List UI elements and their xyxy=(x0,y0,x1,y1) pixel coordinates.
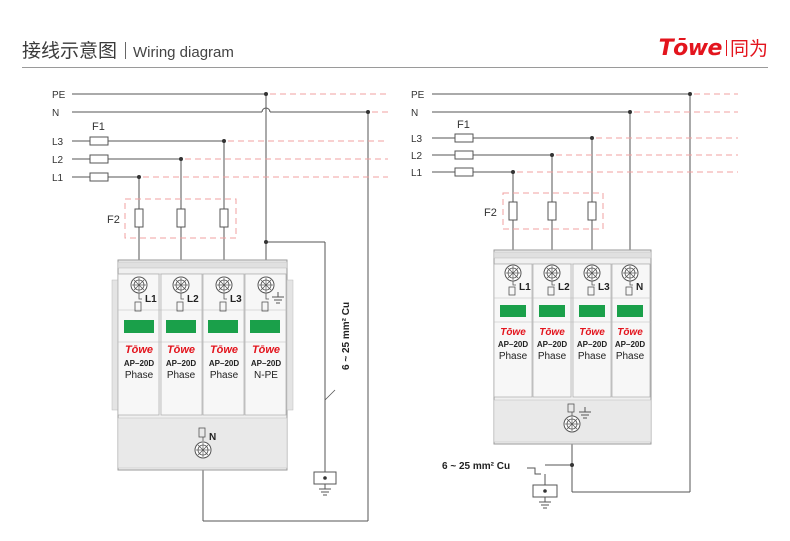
right-module-terminal-label: L1 xyxy=(519,282,531,293)
left-module-model: AP–20D xyxy=(251,359,281,368)
left-spd-body xyxy=(111,259,294,471)
brand-divider xyxy=(725,40,727,56)
left-module-brand: Tōwe xyxy=(125,344,153,356)
left-module-type: Phase xyxy=(125,370,154,381)
right-f2-label: F2 xyxy=(484,207,497,219)
left-line-label-l3: L3 xyxy=(52,137,64,148)
right-module-model: AP–20D xyxy=(615,340,645,349)
right-line-label-l1: L1 xyxy=(411,168,423,179)
left-f2-fuses xyxy=(134,208,229,228)
right-line-label-pe: PE xyxy=(411,90,425,101)
left-module-model: AP–20D xyxy=(124,359,154,368)
left-f1-fuses xyxy=(89,136,109,182)
left-f1-label: F1 xyxy=(92,121,105,133)
right-ground-icon xyxy=(538,496,552,509)
left-module-model: AP–20D xyxy=(209,359,239,368)
right-line-label-l3: L3 xyxy=(411,134,423,145)
left-module-brand: Tōwe xyxy=(210,344,238,356)
right-module-type: Phase xyxy=(616,351,645,362)
left-line-label-pe: PE xyxy=(52,90,66,101)
right-f2-fuses xyxy=(508,201,597,221)
left-module-type: N-PE xyxy=(254,370,278,381)
right-cable-label: 6 ~ 25 mm² Cu xyxy=(442,461,510,472)
right-spd-body xyxy=(493,249,652,445)
left-module-terminal-label: L1 xyxy=(145,294,157,305)
left-diagram: PE N L3 L2 L1 F1 F2 xyxy=(52,90,388,522)
left-module-terminal-label: L2 xyxy=(187,294,199,305)
left-cable-label: 6 ~ 25 mm² Cu xyxy=(341,302,352,370)
left-bottom-terminal-label: N xyxy=(209,432,216,443)
right-module-terminal-label: N xyxy=(636,282,643,293)
right-module-type: Phase xyxy=(578,351,607,362)
brand-name-cn: 同为 xyxy=(729,39,768,60)
right-module-model: AP–20D xyxy=(537,340,567,349)
right-f1-label: F1 xyxy=(457,119,470,131)
right-module-brand: Tōwe xyxy=(539,327,565,338)
brand-logo-mark: Tōwe xyxy=(658,36,723,61)
left-module-brand: Tōwe xyxy=(167,344,195,356)
title-cn: 接线示意图 xyxy=(22,41,118,62)
right-f1-fuses xyxy=(454,133,474,177)
left-f2-label: F2 xyxy=(107,214,120,226)
left-ground-icon xyxy=(318,483,332,496)
left-module-terminal-label: L3 xyxy=(230,294,242,305)
right-line-label-l2: L2 xyxy=(411,151,423,162)
left-module-type: Phase xyxy=(210,370,239,381)
right-line-label-n: N xyxy=(411,108,418,119)
left-line-label-n: N xyxy=(52,108,59,119)
title-divider xyxy=(125,42,127,59)
right-module-brand: Tōwe xyxy=(579,327,605,338)
header-divider xyxy=(22,67,768,68)
right-diagram: PE N L3 L2 L1 F1 F2 xyxy=(411,90,738,509)
left-line-label-l1: L1 xyxy=(52,173,64,184)
left-line-label-l2: L2 xyxy=(52,155,64,166)
title-en: Wiring diagram xyxy=(133,44,234,61)
right-module-type: Phase xyxy=(499,351,528,362)
right-module-model: AP–20D xyxy=(498,340,528,349)
left-module-model: AP–20D xyxy=(166,359,196,368)
left-module-type: Phase xyxy=(167,370,196,381)
right-module-brand: Tōwe xyxy=(617,327,643,338)
brand-logo: Tōwe 同为 xyxy=(659,34,768,61)
page-title: 接线示意图 Wiring diagram xyxy=(22,36,234,63)
right-module-type: Phase xyxy=(538,351,567,362)
right-module-terminal-label: L3 xyxy=(598,282,610,293)
right-module-brand: Tōwe xyxy=(500,327,526,338)
left-module-brand: Tōwe xyxy=(252,344,280,356)
right-module-model: AP–20D xyxy=(577,340,607,349)
right-module-terminal-label: L2 xyxy=(558,282,570,293)
